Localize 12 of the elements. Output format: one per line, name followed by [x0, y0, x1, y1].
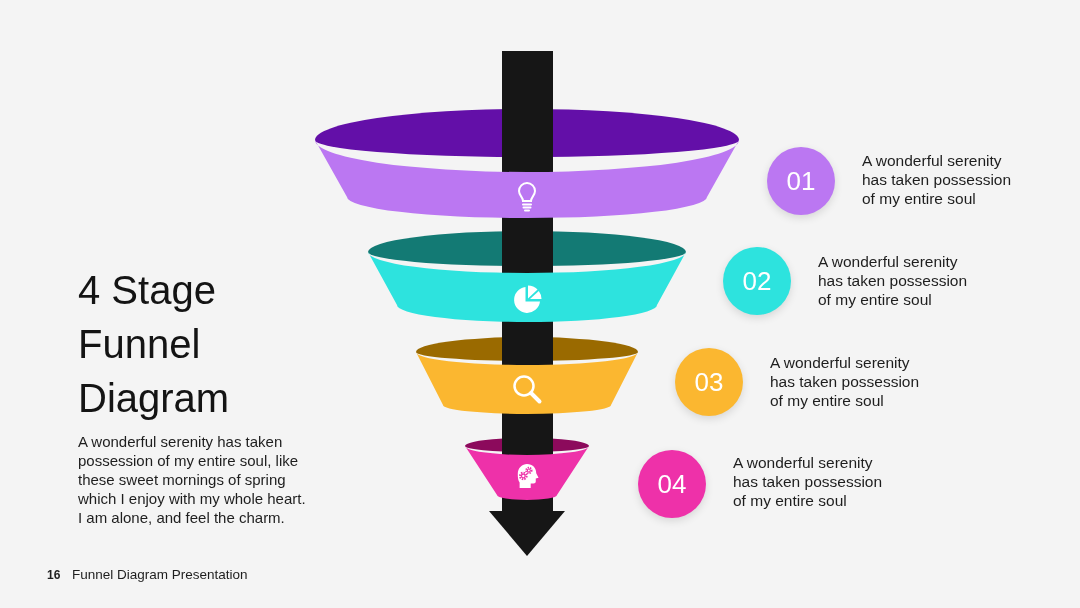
stage-number: 02	[723, 247, 791, 315]
description-text: A wonderful serenity has taken possession of my entire soul, like these sweet mornings of spring which I enjoy with my whole heart. I am alone, and feel the charm.	[78, 432, 307, 527]
stage-description: A wonderful serenity has taken possession of my entire soul	[770, 353, 921, 410]
stage-description: A wonderful serenity has taken possession of my entire soul	[862, 151, 1013, 208]
stage-number: 03	[675, 348, 743, 416]
stage-description: A wonderful serenity has taken possession of my entire soul	[818, 252, 969, 309]
footer-text: Funnel Diagram Presentation	[72, 566, 248, 583]
stage-description: A wonderful serenity has taken possession of my entire soul	[733, 453, 884, 510]
stage-number: 01	[767, 147, 835, 215]
page-number: 16	[47, 567, 61, 583]
slide-title: 4 Stage Funnel Diagram	[78, 267, 231, 422]
stage-number: 04	[638, 450, 706, 518]
